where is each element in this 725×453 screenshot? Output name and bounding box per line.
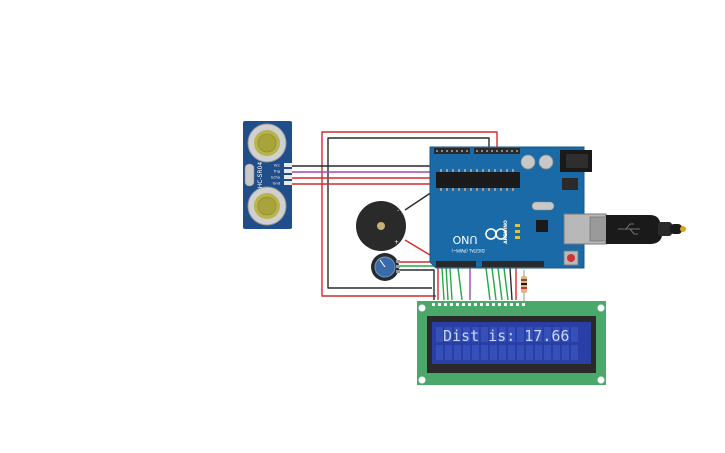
sensor-pin-label-vcc: Vcc xyxy=(274,164,280,168)
resistor-band-1 xyxy=(521,279,527,281)
wire-lcd-green-7[interactable] xyxy=(503,267,509,301)
lcd-cell-grid xyxy=(436,327,578,360)
wire-lcd-black-back[interactable] xyxy=(509,267,513,301)
sensor-crystal xyxy=(244,163,255,187)
buzzer-plus-label: + xyxy=(394,239,399,246)
lcd-mount-hole-br xyxy=(597,376,605,384)
arduino-model-label: UNO xyxy=(452,233,477,246)
sensor-pin-label-gnd: Gnd xyxy=(273,182,280,186)
wire-red-outer[interactable] xyxy=(321,131,498,297)
wire-lcd-green-3[interactable] xyxy=(457,267,463,301)
wire-lcd-green-1[interactable] xyxy=(441,267,445,301)
resistor-band-2 xyxy=(521,283,527,285)
usb-plug-metal xyxy=(589,216,609,242)
board-crystal xyxy=(531,201,555,211)
buzzer-minus-label: - xyxy=(397,207,399,214)
potentiometer[interactable] xyxy=(371,253,400,281)
wire-pot-wiper[interactable] xyxy=(398,265,449,301)
wire-lcd-green-5[interactable] xyxy=(491,267,497,301)
reset-button-cap xyxy=(567,254,575,262)
atmega-chip xyxy=(436,172,520,188)
capacitor-2 xyxy=(538,154,554,170)
power-jack-inner xyxy=(566,154,588,168)
sensor-model-label: HC-SR04 xyxy=(257,162,264,189)
potentiometer-indicator xyxy=(379,259,386,268)
digital-header-pins xyxy=(436,150,518,152)
wire-lcd-green-4[interactable] xyxy=(485,267,491,301)
wire-pot-1[interactable] xyxy=(398,261,439,300)
resistor-band-3 xyxy=(521,287,527,289)
power-header xyxy=(436,261,476,267)
usb-cable-tail xyxy=(670,224,682,234)
arduino-uno[interactable]: ARDUINO UNO DIGITAL (PWM~) xyxy=(429,146,607,269)
ultrasonic-sensor[interactable]: HC-SR04 Vcc Trig Echo Gnd xyxy=(243,121,292,229)
usb-symbol-icon xyxy=(618,223,640,235)
lcd-display-text: Dist is: 17.66 xyxy=(443,327,569,345)
arduino-logo-icon xyxy=(485,228,507,240)
wire-lcd-green-2[interactable] xyxy=(449,267,453,301)
usb-cable[interactable] xyxy=(589,215,686,244)
lcd-mount-hole-bl xyxy=(418,376,426,384)
usb-cable-end xyxy=(680,226,686,232)
capacitor-1 xyxy=(520,154,536,170)
lcd-module[interactable]: Dist is: 17.66 xyxy=(417,301,606,385)
pot-pin-1 xyxy=(396,260,400,263)
voltage-regulator xyxy=(562,178,578,190)
resistor[interactable] xyxy=(521,270,527,301)
lcd-mount-hole-tl xyxy=(418,304,426,312)
analog-header xyxy=(482,261,544,267)
led-tx xyxy=(515,230,520,233)
led-rx xyxy=(515,236,520,239)
chip-legs xyxy=(440,169,514,191)
buzzer-center xyxy=(377,222,385,230)
lcd-mount-hole-tr xyxy=(597,304,605,312)
wire-lcd-green-6[interactable] xyxy=(497,267,503,301)
usb-chip xyxy=(536,220,548,232)
pot-pin-2 xyxy=(396,265,400,268)
piezo-buzzer[interactable]: - + xyxy=(356,201,406,251)
sensor-pin-label-echo: Echo xyxy=(271,176,280,180)
usb-strain-relief xyxy=(658,222,672,236)
led-l xyxy=(515,224,520,227)
lcd-header-pins xyxy=(432,303,525,306)
sensor-pin-label-trig: Trig xyxy=(273,170,280,174)
sensor-transducer-bottom xyxy=(247,186,287,226)
usb-plug-body xyxy=(606,215,662,244)
wire-black-outer[interactable] xyxy=(327,137,490,289)
pot-pin-3 xyxy=(396,270,400,273)
sensor-transducer-top xyxy=(247,123,287,163)
wire-pot-2[interactable] xyxy=(398,269,435,300)
arduino-digital-label: DIGITAL (PWM~) xyxy=(451,248,485,253)
sensor-pins: Vcc Trig Echo Gnd xyxy=(271,163,292,186)
arduino-brand-label: ARDUINO xyxy=(503,220,509,244)
